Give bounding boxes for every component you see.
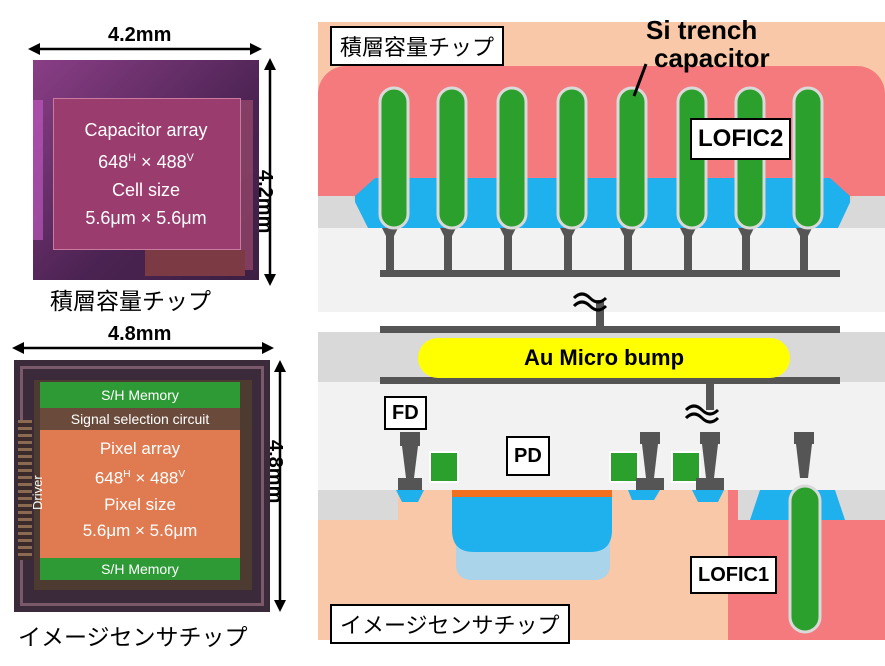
pixel-array-region: [40, 430, 240, 558]
top-chip-label: 積層容量チップ: [330, 26, 505, 66]
pd-surface-layer: [452, 490, 612, 497]
pd-label: PD: [506, 436, 550, 476]
right-contacts: [628, 432, 814, 502]
bottom-die-photo: S/H Memory Signal selection circuit Pixe…: [14, 360, 270, 612]
transfer-gate-left: [429, 451, 459, 483]
pixel-array-title: Pixel array: [99, 439, 181, 458]
pixel-array-text: Pixel array 648H × 488V Pixel size 5.6μm…: [40, 436, 240, 544]
signal-selection-label: Signal selection circuit: [70, 411, 210, 427]
pixel-size-label: Pixel size: [104, 494, 176, 514]
lofic1-trench: [788, 484, 822, 634]
break-symbols: [572, 292, 720, 424]
bottom-die-width-arrow: [12, 342, 274, 354]
fd-stack: [396, 432, 424, 502]
trench-pointer: [632, 63, 648, 97]
top-metal-line: [380, 270, 840, 277]
bottom-die-height-arrow: [274, 360, 286, 612]
pd-region: [452, 490, 612, 552]
bump-bottom-metal: [380, 377, 840, 384]
trench-label-line1: Si trench: [646, 15, 758, 45]
top-die-photo: Capacitor array 648H × 488V Cell size 5.…: [33, 60, 259, 280]
sh-memory-top-region: [40, 382, 240, 408]
capacitor-array-dims: 648H × 488V: [98, 152, 194, 172]
capacitor-array-title: Capacitor array: [84, 120, 208, 140]
capacitor-array-region: [53, 98, 241, 250]
capacitor-array-text: Capacitor array 648H × 488V Cell size 5.…: [53, 116, 239, 232]
bottom-die-caption: イメージセンサチップ: [18, 625, 248, 651]
trench-label: Si trench capacitor: [646, 16, 770, 72]
top-oxide-layer: [355, 178, 850, 228]
sh-memory-bottom-label: S/H Memory: [101, 561, 179, 577]
trench-capacitors: [378, 86, 824, 230]
transfer-gate-right: [609, 451, 639, 483]
trench-label-line2: capacitor: [654, 43, 770, 73]
cell-size-label: Cell size: [111, 180, 181, 200]
bottom-chip-label: イメージセンサチップ: [330, 604, 570, 644]
au-micro-bump-label: Au Micro bump: [523, 345, 685, 370]
bump-top-metal: [380, 326, 840, 333]
fd-label: FD: [384, 396, 427, 430]
gate-right: [671, 451, 701, 483]
lofic1-label: LOFIC1: [690, 556, 778, 594]
pixel-array-dims: 648H × 488V: [94, 468, 186, 488]
lofic2-label: LOFIC2: [690, 118, 792, 160]
au-micro-bump: [418, 338, 790, 378]
top-die-height-arrow: [264, 58, 276, 286]
top-vias: [382, 228, 812, 410]
bottom-die-width-label: 4.8mm: [108, 323, 172, 345]
pixel-size-value: 5.6μm × 5.6μm: [82, 520, 198, 540]
top-die-caption: 積層容量チップ: [50, 289, 211, 315]
cell-size-value: 5.6μm × 5.6μm: [85, 208, 207, 228]
sh-memory-top-label: S/H Memory: [101, 387, 179, 403]
top-die-width-arrow: [28, 43, 262, 55]
selection-circuit-region: [40, 408, 240, 430]
sh-memory-bottom-region: [40, 558, 240, 580]
top-die-width-label: 4.2mm: [108, 24, 172, 46]
